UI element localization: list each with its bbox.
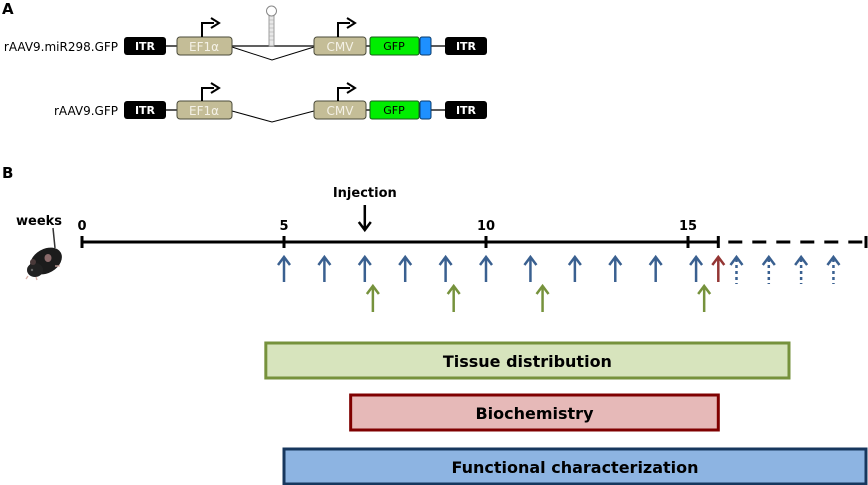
cmv-promoter-box (313, 36, 367, 56)
gfp-label: GFP (383, 104, 405, 117)
experiment-bar: Tissue distribution (264, 341, 791, 380)
itr-box (445, 101, 487, 119)
intron-splice-line (231, 110, 315, 123)
blue-arrow-icon (357, 254, 372, 282)
experiment-bar-rect (264, 341, 791, 380)
mouse-icon (25, 227, 62, 281)
ef1a-promoter-box (176, 36, 233, 56)
construct-label: rAAV9.miR298.GFP (4, 40, 118, 54)
injection-arrow-icon (357, 205, 372, 233)
green-arrow-icon (697, 283, 712, 312)
weeks-axis-label: weeks (16, 214, 62, 229)
green-arrow-icon (365, 283, 380, 312)
arrow-head (794, 254, 809, 266)
timeline-tick-label: 5 (279, 219, 288, 234)
itr-box (445, 37, 487, 55)
cmv-label: CMV (327, 104, 355, 118)
ef1a-label: EF1α (189, 104, 219, 118)
itr-box (124, 101, 166, 119)
polya-box (419, 36, 432, 56)
blue-arrow-icon (648, 254, 663, 282)
transcription-start-arrow-icon (201, 87, 214, 101)
timeline-tick-label: 10 (477, 219, 495, 234)
blue-arrow-icon (523, 254, 538, 282)
green-arrow-icon (446, 283, 461, 312)
blue-arrow-icon (608, 254, 623, 282)
dotted-blue-arrow-icon (761, 254, 776, 284)
gfp-label: GFP (383, 40, 405, 53)
injection-label: Injection (333, 186, 397, 201)
cmv-label: CMV (327, 40, 355, 54)
experiment-bar-rect (282, 447, 868, 485)
cmv-promoter-box (313, 100, 367, 120)
gfp-box (369, 100, 420, 120)
dotted-blue-arrow-icon (729, 254, 744, 284)
arrow-head (689, 254, 704, 266)
arrow-tip (346, 17, 357, 29)
construct-label: rAAV9.GFP (54, 104, 118, 118)
ef1a-label: EF1α (189, 40, 219, 54)
arrow-head (277, 254, 291, 266)
blue-arrow-icon (479, 254, 493, 282)
arrow-head (826, 254, 841, 266)
arrow-head (711, 254, 726, 266)
arrow-head (608, 254, 623, 266)
itr-label: ITR (135, 104, 156, 117)
intron-splice-line (231, 46, 315, 61)
arrow-head (479, 254, 493, 266)
dotted-blue-arrow-icon (794, 254, 809, 284)
arrow-head (438, 254, 453, 266)
mirna-hairpin-icon (266, 5, 277, 47)
arrow-head (567, 254, 582, 266)
blue-arrow-icon (689, 254, 704, 282)
arrow-head (729, 254, 744, 266)
arrow-head (535, 283, 550, 295)
transcription-start-arrow-icon (201, 22, 214, 37)
panel-a-letter: A (2, 0, 14, 18)
experiment-bar-rect (349, 393, 720, 432)
blue-arrow-icon (317, 254, 332, 282)
experiment-bar-label: Biochemistry (475, 404, 594, 423)
arrow-head (446, 283, 461, 295)
arrow-tip (210, 17, 221, 29)
arrow-tip (346, 82, 357, 94)
polya-box (419, 100, 432, 120)
red-arrow-icon (711, 254, 726, 282)
ef1a-promoter-box (176, 100, 233, 120)
timeline-tick-label: 15 (679, 219, 697, 234)
experiment-bars: Tissue distributionBiochemistryFunctiona… (264, 341, 868, 485)
transcription-start-arrow-icon (337, 87, 350, 101)
experiment-bar: Biochemistry (349, 393, 720, 432)
dotted-blue-arrow-icon (826, 254, 841, 284)
panel-b-letter: B (2, 164, 13, 182)
experiment-bar-label: Tissue distribution (443, 352, 612, 371)
itr-label: ITR (456, 40, 477, 53)
arrow-head (365, 283, 380, 295)
arrow-tip (210, 82, 221, 94)
construct-mir298-gfp: rAAV9.miR298.GFP ITR EF1α CMV (4, 5, 487, 61)
arrow-head (357, 254, 372, 266)
itr-label: ITR (135, 40, 156, 53)
experiment-bar: Functional characterization (282, 447, 868, 485)
timeline: 0 5 10 15 Injection (77, 186, 868, 312)
itr-label: ITR (456, 104, 477, 117)
arrow-head (697, 283, 712, 295)
gfp-box (369, 36, 420, 56)
arrow-head (523, 254, 538, 266)
arrow-head (648, 254, 663, 266)
itr-box (124, 37, 166, 55)
blue-arrow-icon (567, 254, 582, 282)
green-arrow-icon (535, 283, 550, 312)
blue-arrow-icon (438, 254, 453, 282)
blue-arrow-icon (277, 254, 291, 282)
timeline-tick-label: 0 (77, 219, 86, 234)
arrow-head (317, 254, 332, 266)
transcription-start-arrow-icon (337, 22, 350, 37)
arrow-head (761, 254, 776, 266)
construct-gfp: rAAV9.GFP ITR EF1α CMV GFP ITR (54, 82, 487, 123)
experiment-bar-label: Functional characterization (451, 458, 698, 477)
arrow-head (398, 254, 413, 266)
blue-arrow-icon (398, 254, 413, 282)
